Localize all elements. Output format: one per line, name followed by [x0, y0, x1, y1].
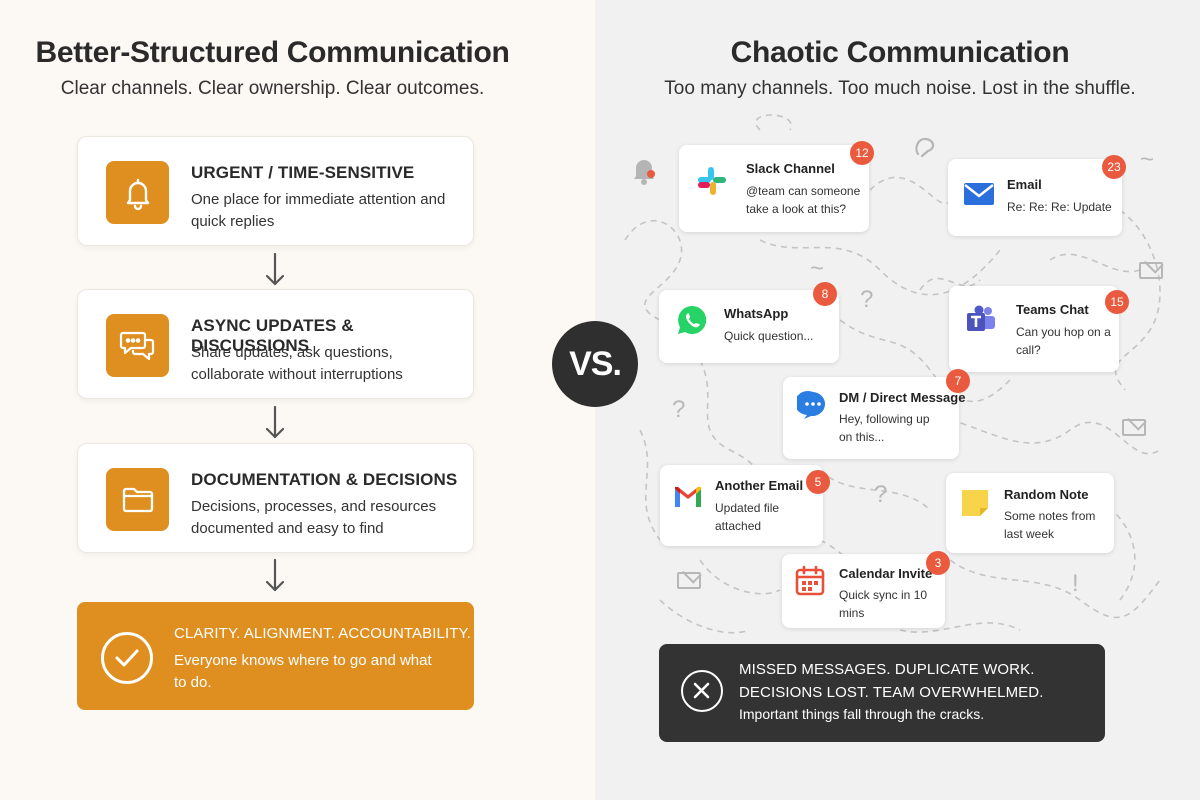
message-card-teams[interactable]: Teams Chat Can you hop on a call?: [949, 286, 1119, 372]
bell-icon: [106, 161, 169, 224]
message-title: DM / Direct Message: [839, 390, 966, 405]
unread-count-badge: 8: [813, 282, 837, 306]
unread-count-badge: 7: [946, 369, 970, 393]
slack-icon: [698, 167, 726, 195]
envelope-icon: [677, 572, 701, 589]
squiggle-icon: ~: [810, 255, 825, 282]
message-card-slack[interactable]: Slack Channel @team can someone take a l…: [679, 145, 869, 232]
problem-description: Important things fall through the cracks…: [739, 706, 985, 722]
message-text: Hey, following up on this...: [839, 412, 930, 444]
message-text: Some notes from last week: [1004, 509, 1096, 541]
question-mark-icon: ?: [672, 396, 686, 423]
message-card-another-email[interactable]: Another Email Updated file attached: [660, 465, 823, 546]
message-text: Re: Re: Re: Update: [1007, 200, 1112, 214]
question-mark-icon: ?: [874, 481, 888, 508]
check-circle-icon: [101, 632, 153, 684]
squiggle-icon: ~: [1140, 146, 1155, 173]
message-title: Email: [1007, 177, 1042, 192]
message-text: Quick question...: [724, 329, 814, 343]
dm-bubble-icon: [797, 391, 825, 419]
left-title: Better-Structured Communication: [35, 36, 510, 69]
message-title: Another Email: [715, 478, 804, 493]
message-text: Quick sync in 10 mins: [839, 588, 928, 620]
right-subtitle: Too many channels. Too much noise. Lost …: [664, 78, 1136, 99]
down-arrow-icon: [265, 405, 285, 439]
message-card-direct-message[interactable]: DM / Direct Message Hey, following up on…: [783, 377, 965, 459]
step-description: One place for immediate attention and qu…: [191, 191, 446, 230]
step-description: Decisions, processes, and resources docu…: [191, 498, 437, 537]
message-title: Slack Channel: [746, 161, 835, 176]
message-title: Random Note: [1004, 487, 1089, 502]
message-text: Updated file attached: [715, 501, 780, 533]
vs-badge: VS.: [552, 321, 638, 407]
message-card-random-note[interactable]: Random Note Some notes from last week: [946, 473, 1114, 553]
x-circle-icon: [681, 670, 723, 712]
envelope-icon: [1122, 419, 1146, 436]
problem-banner: MISSED MESSAGES. DUPLICATE WORK. DECISIO…: [659, 644, 1105, 742]
message-text: @team can someone take a look at this?: [746, 184, 861, 216]
down-arrow-icon: [265, 252, 285, 286]
question-mark-icon: ?: [860, 286, 874, 313]
right-title: Chaotic Communication: [730, 36, 1070, 69]
unread-count-badge: 23: [1102, 155, 1126, 179]
envelope-icon: [964, 183, 994, 205]
step-title: ASYNC UPDATES & DISCUSSIONS: [191, 316, 354, 355]
envelope-icon: [1139, 262, 1163, 279]
calendar-icon: [795, 565, 825, 596]
step-title: URGENT / TIME-SENSITIVE: [191, 163, 415, 182]
unread-count-badge: 12: [850, 141, 874, 165]
unread-count-badge: 3: [926, 551, 950, 575]
outcome-title: CLARITY. ALIGNMENT. ACCOUNTABILITY.: [174, 625, 471, 642]
step-description: Share updates, ask questions, collaborat…: [191, 344, 403, 383]
whatsapp-icon: [678, 305, 707, 334]
bell-notification-icon: [634, 160, 655, 185]
sticky-note-icon: [962, 490, 988, 516]
message-title: Calendar Invite: [839, 566, 933, 581]
message-title: WhatsApp: [724, 306, 789, 321]
unread-count-badge: 15: [1105, 290, 1129, 314]
outcome-description: Everyone knows where to go and what to d…: [174, 652, 432, 691]
step-card-urgent: URGENT / TIME-SENSITIVE One place for im…: [77, 136, 474, 246]
outcome-banner: CLARITY. ALIGNMENT. ACCOUNTABILITY. Ever…: [77, 602, 474, 710]
message-text: Can you hop on a call?: [1016, 325, 1111, 357]
step-title: DOCUMENTATION & DECISIONS: [191, 470, 458, 489]
message-card-calendar-invite[interactable]: Calendar Invite Quick sync in 10 mins: [782, 554, 945, 628]
gmail-icon: [675, 487, 701, 507]
problem-title: MISSED MESSAGES. DUPLICATE WORK. DECISIO…: [739, 661, 1044, 701]
message-card-email[interactable]: Email Re: Re: Re: Update: [948, 159, 1122, 236]
chat-bubbles-icon: [106, 314, 169, 377]
unread-count-badge: 5: [806, 470, 830, 494]
step-card-async: ASYNC UPDATES & DISCUSSIONS Share update…: [77, 289, 474, 399]
folder-icon: [106, 468, 169, 531]
speech-loop-icon: [915, 137, 935, 158]
message-card-whatsapp[interactable]: WhatsApp Quick question...: [659, 290, 839, 363]
teams-icon: [967, 305, 995, 331]
left-subtitle: Clear channels. Clear ownership. Clear o…: [60, 78, 485, 99]
step-card-documentation: DOCUMENTATION & DECISIONS Decisions, pro…: [77, 443, 474, 553]
exclamation-mark-icon: !: [1072, 570, 1079, 597]
down-arrow-icon: [265, 558, 285, 592]
message-title: Teams Chat: [1016, 302, 1089, 317]
